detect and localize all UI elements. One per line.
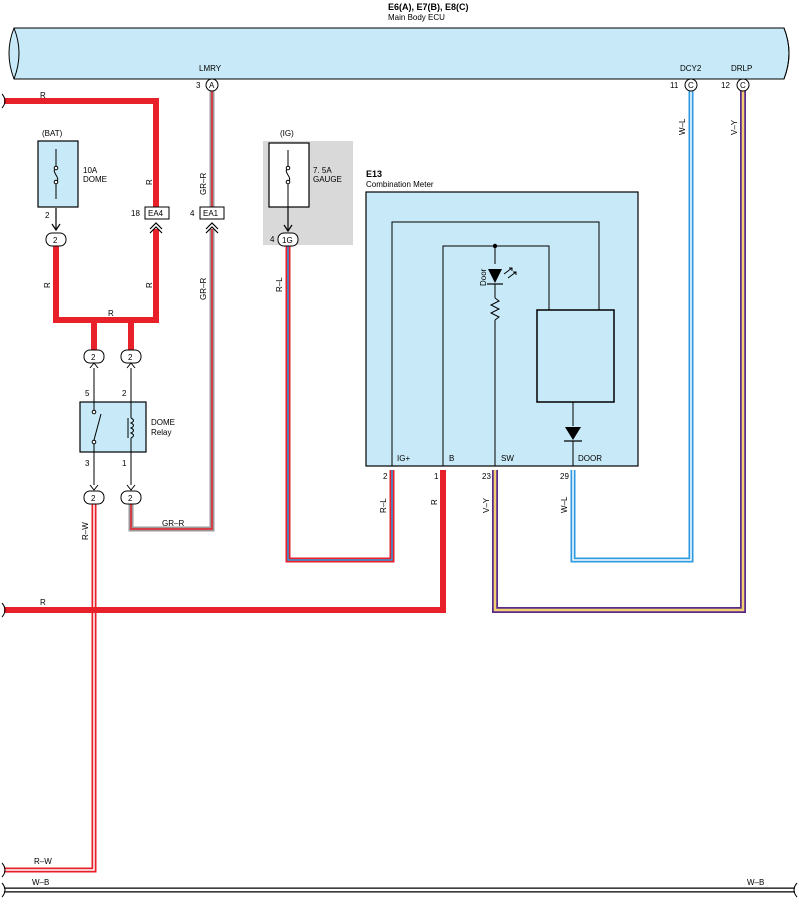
- ecu-pin-circle-lmry: A: [205, 78, 219, 92]
- wire-w-l: [570, 91, 694, 563]
- meter-pin-b-number: 1: [434, 472, 439, 481]
- connector-ea4-pin: 18: [131, 209, 140, 218]
- ecu-connectors-label: E6(A), E7(B), E8(C): [388, 2, 469, 12]
- ecu-pin-dcy2-signal: DCY2: [680, 64, 702, 73]
- ecu-pin-lmry-signal: LMRY: [199, 64, 222, 73]
- label-r-w-bottom: R–W: [34, 857, 52, 866]
- label-gr-r-bottom: GR–R: [162, 519, 184, 528]
- main-body-ecu: E6(A), E7(B), E8(C) Main Body ECU: [8, 2, 790, 80]
- ecu-pin-drlp-signal: DRLP: [731, 64, 752, 73]
- label-r-l-meter: R–L: [379, 498, 388, 513]
- meter-name: Combination Meter: [366, 180, 434, 189]
- gauge-fuse-rating: 7. 5A: [313, 166, 332, 175]
- svg-text:1G: 1G: [282, 236, 293, 245]
- svg-text:2: 2: [53, 236, 58, 245]
- dome-relay-junctions-top: 2 2: [83, 349, 142, 369]
- svg-text:2: 2: [128, 494, 133, 503]
- meter-pin-door-number: 29: [560, 472, 569, 481]
- dome-fuse-out-pin: 2: [45, 211, 50, 220]
- label-r-meter: R: [430, 499, 439, 505]
- gauge-fuse-name: GAUGE: [313, 175, 342, 184]
- wire-v-y: [492, 91, 746, 613]
- label-r-left: R: [43, 282, 52, 288]
- junction-gauge: 1G: [277, 232, 299, 247]
- ecu-pin-lmry-conn: A: [209, 81, 215, 90]
- junction-dome: 2: [45, 232, 67, 247]
- ecu-pin-lmry-number: 3: [196, 81, 201, 90]
- label-r-mid: R: [108, 309, 114, 318]
- relay-pin-2: 2: [122, 389, 127, 398]
- label-v-y-meter: V–Y: [482, 497, 491, 513]
- relay-name: DOME: [151, 418, 175, 427]
- ecu-pin-drlp-number: 12: [721, 81, 730, 90]
- svg-text:2: 2: [128, 353, 133, 362]
- wire-r-l: [285, 246, 395, 563]
- dome-fuse-source: (BAT): [42, 129, 63, 138]
- meter-pin-door-label: DOOR: [578, 454, 602, 463]
- wire-r-bottom: [4, 470, 446, 613]
- label-r-bottom: R: [40, 598, 46, 607]
- label-r-w: R–W: [81, 522, 90, 540]
- relay-pin-3: 3: [85, 459, 90, 468]
- label-w-b-left: W–B: [32, 878, 49, 887]
- relay-pin-1: 1: [122, 459, 127, 468]
- gauge-fuse-source: (IG): [280, 129, 294, 138]
- gauge-fuse-out-pin: 4: [270, 235, 275, 244]
- connector-ea4: EA4 18: [131, 206, 170, 234]
- svg-text:EA1: EA1: [203, 209, 219, 218]
- dome-fuse-name: DOME: [83, 175, 107, 184]
- ecu-pin-dcy2-conn: C: [688, 81, 694, 90]
- meter-code: E13: [366, 169, 382, 179]
- label-r-l-gauge: R–L: [275, 277, 284, 292]
- wire-r-w: [4, 504, 97, 873]
- gauge-fuse: (IG) 7. 5A GAUGE 4: [263, 129, 353, 245]
- connector-ea1: EA1 4: [190, 206, 225, 234]
- label-w-b-right: W–B: [747, 878, 764, 887]
- svg-text:2: 2: [91, 353, 96, 362]
- ecu-pin-dcy2-number: 11: [670, 81, 679, 90]
- svg-text:EA4: EA4: [148, 209, 164, 218]
- wire-r-top: [4, 98, 159, 350]
- ecu-name-label: Main Body ECU: [388, 13, 445, 22]
- label-w-l-ecu: W–L: [678, 118, 687, 135]
- combination-meter: E13 Combination Meter Door IG+ B SW DOOR…: [365, 169, 639, 481]
- meter-pin-b-label: B: [449, 454, 454, 463]
- label-r-right: R: [145, 282, 154, 288]
- dome-relay-junctions-bottom: 2 2: [83, 484, 142, 505]
- left-break-marks: [1, 93, 798, 898]
- relay-name-2: Relay: [151, 428, 171, 437]
- ecu-pin-circle-dcy2: C: [684, 78, 698, 92]
- label-r-top: R: [40, 91, 46, 100]
- meter-pin-igplus-label: IG+: [397, 454, 410, 463]
- ecu-pin-circle-drlp: C: [736, 78, 750, 92]
- door-led-label: Door: [479, 268, 488, 286]
- meter-pin-igplus-number: 2: [383, 472, 388, 481]
- label-v-y-ecu: V–Y: [730, 119, 739, 135]
- label-gr-r-mid: GR–R: [199, 278, 208, 300]
- label-gr-r-top: GR–R: [199, 173, 208, 195]
- label-r-ea4: R: [145, 179, 154, 185]
- connector-ea1-pin: 4: [190, 209, 195, 218]
- label-w-l-meter: W–L: [560, 496, 569, 513]
- svg-text:2: 2: [91, 494, 96, 503]
- ecu-pin-drlp-conn: C: [740, 81, 746, 90]
- wire-gr-r: [128, 91, 215, 532]
- dome-fuse: (BAT) 10A DOME 2: [37, 129, 107, 220]
- dome-fuse-rating: 10A: [83, 166, 98, 175]
- meter-pin-sw-number: 23: [482, 472, 491, 481]
- meter-pin-sw-label: SW: [501, 454, 514, 463]
- relay-pin-5: 5: [85, 389, 90, 398]
- dome-relay: 5 2 DOME Relay 3 1: [79, 368, 175, 485]
